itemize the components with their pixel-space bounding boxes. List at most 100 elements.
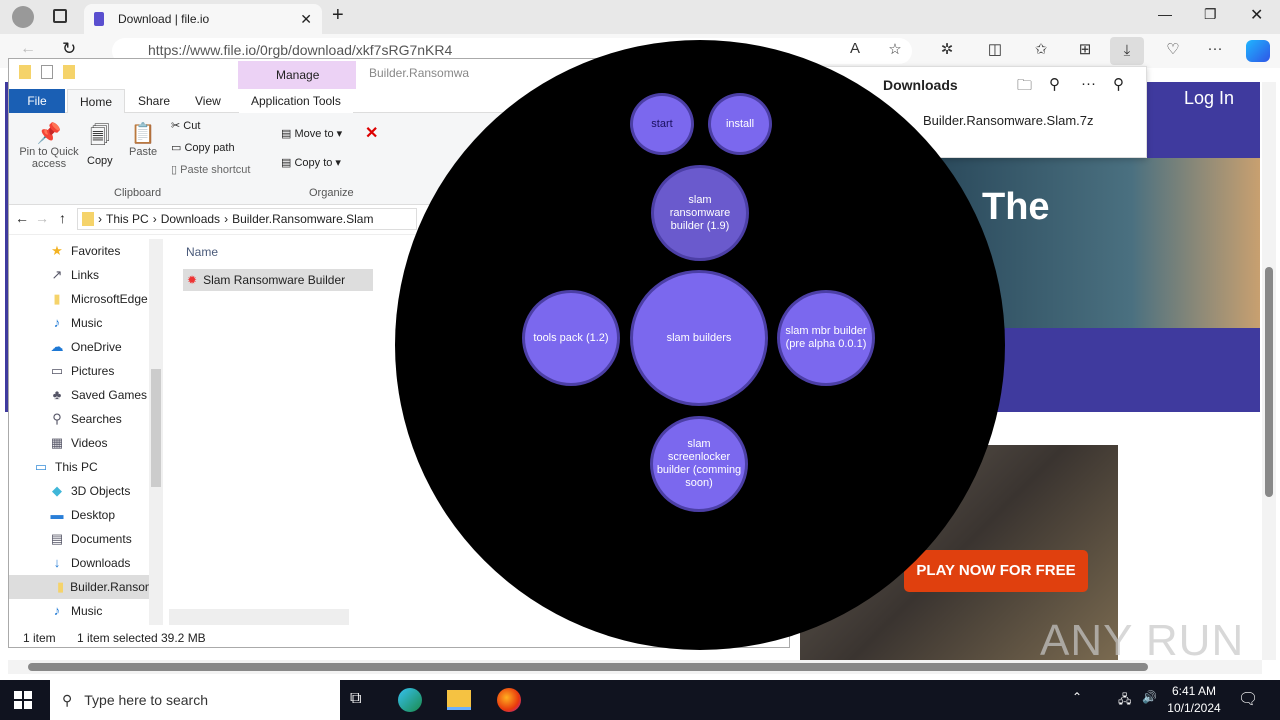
nav-item[interactable]: ♪Music	[49, 311, 103, 335]
nav-item[interactable]: ◆3D Objects	[49, 479, 130, 503]
nav-item[interactable]: ★Favorites	[49, 239, 120, 263]
paste-shortcut-button[interactable]: ▯ Paste shortcut	[171, 164, 251, 176]
open-folder-icon[interactable]: 🗀	[1017, 77, 1033, 94]
nav-item[interactable]: ♪Music	[49, 599, 103, 623]
tab-application-tools[interactable]: Application Tools	[239, 89, 353, 113]
firefox-icon[interactable]	[497, 688, 521, 712]
task-view-icon[interactable]: ⧉	[350, 690, 362, 707]
page-vscrollbar[interactable]	[1262, 82, 1276, 660]
copilot-icon[interactable]	[1246, 40, 1270, 62]
tab-share[interactable]: Share	[138, 94, 171, 108]
nav-item[interactable]: ↗Links	[49, 263, 99, 287]
delete-icon[interactable]: ✕	[365, 125, 379, 142]
folder-icon: ▮	[57, 579, 65, 594]
breadcrumb[interactable]: ›This PC ›Downloads ›Builder.Ransomware.…	[77, 208, 417, 230]
edge-icon[interactable]	[398, 688, 422, 712]
files-hscrollbar[interactable]	[169, 609, 349, 625]
pin-icon[interactable]: ⚲	[1113, 76, 1124, 93]
new-tab-button[interactable]: +	[332, 4, 344, 26]
folder-icon[interactable]	[19, 65, 31, 79]
page-hscrollbar[interactable]	[8, 660, 1262, 674]
tray-chevron-icon[interactable]: ⌃	[1072, 690, 1083, 704]
nav-item[interactable]: ↓Downloads	[49, 551, 131, 575]
search-icon: ⚲	[62, 691, 73, 708]
login-link[interactable]: Log In	[1184, 88, 1235, 108]
search-downloads-icon[interactable]: ⚲	[1049, 76, 1060, 93]
properties-icon[interactable]	[41, 65, 53, 79]
nav-item[interactable]: ▬Desktop	[49, 503, 116, 527]
minimize-button[interactable]: —	[1158, 6, 1172, 22]
nav-item[interactable]: ▦Videos	[49, 431, 108, 455]
nav-item[interactable]: ♣Saved Games	[49, 383, 147, 407]
back-icon[interactable]: ←	[15, 210, 29, 226]
copy-path-button[interactable]: ▭ Copy path	[171, 142, 235, 154]
copy-path-label: Copy path	[184, 142, 235, 154]
favorite-star-icon[interactable]: ☆	[888, 41, 902, 58]
column-name-header[interactable]: Name	[186, 245, 219, 259]
hero-text: The	[982, 186, 1050, 228]
play-now-button[interactable]: PLAY NOW FOR FREE	[904, 550, 1088, 592]
file-explorer-icon[interactable]	[447, 690, 471, 710]
favorites-icon[interactable]: ✩	[1034, 41, 1048, 58]
copy-button[interactable]: 🗐Copy	[87, 121, 113, 167]
taskbar-search[interactable]: ⚲ Type here to search	[50, 680, 340, 720]
browser-essentials-icon[interactable]: ♡	[1166, 41, 1180, 58]
nav-item-label: OneDrive	[71, 340, 122, 354]
breadcrumb-downloads[interactable]: Downloads	[160, 212, 221, 226]
copy-to-button[interactable]: ▤ Copy to ▾	[281, 157, 341, 169]
nav-item[interactable]: ☁OneDrive	[49, 335, 122, 359]
breadcrumb-builder[interactable]: Builder.Ransomware.Slam	[232, 212, 374, 226]
nav-item[interactable]: ▮MicrosoftEdge	[49, 287, 147, 311]
tools-pack-button[interactable]: tools pack (1.2)	[522, 290, 620, 386]
read-aloud-icon[interactable]: A	[849, 40, 860, 57]
nav-item[interactable]: ▭Pictures	[49, 359, 115, 383]
downloads-icon[interactable]: ⤓	[1110, 37, 1144, 65]
start-button[interactable]: start	[630, 93, 694, 155]
nav-item[interactable]: ⚲Searches	[49, 407, 121, 431]
screenlocker-builder-button[interactable]: slam screenlocker builder (comming soon)	[650, 416, 748, 512]
tab-download-fileio[interactable]: Download | file.io ✕	[84, 4, 322, 34]
file-row[interactable]: ✹ Slam Ransomware Builder	[183, 269, 373, 291]
nav-item[interactable]: ▭This PC	[33, 455, 98, 479]
pin-quick-access-button[interactable]: 📌Pin to Quick access	[13, 121, 85, 170]
collections-icon[interactable]: ⊞	[1078, 41, 1092, 58]
nav-item[interactable]: ▮Builder.Ransomware.Slam	[9, 575, 149, 599]
nav-scrollbar[interactable]	[149, 239, 163, 625]
back-icon[interactable]: ←	[20, 40, 36, 57]
restore-button[interactable]: ❐	[1204, 6, 1217, 22]
more-menu-icon[interactable]: ···	[1207, 40, 1223, 57]
volume-icon[interactable]: 🔊	[1142, 690, 1157, 704]
sep: ›	[98, 212, 102, 226]
cut-button[interactable]: ✂ Cut	[171, 120, 201, 132]
breadcrumb-this-pc[interactable]: This PC	[106, 212, 149, 226]
tab-view[interactable]: View	[195, 94, 221, 108]
move-to-button[interactable]: ▤ Move to ▾	[281, 128, 343, 140]
notifications-icon[interactable]: 🗨	[1238, 691, 1259, 708]
close-window-button[interactable]: ✕	[1250, 7, 1264, 24]
ransomware-builder-button[interactable]: slam ransomware builder (1.9)	[651, 165, 749, 261]
profile-icon[interactable]	[12, 6, 34, 28]
refresh-icon[interactable]: ↻	[62, 39, 77, 58]
start-menu-icon[interactable]	[14, 691, 32, 709]
downloads-more-icon[interactable]: ···	[1081, 75, 1096, 92]
up-icon[interactable]: ↑	[59, 210, 66, 226]
file-name: Slam Ransomware Builder	[203, 273, 346, 287]
new-folder-icon[interactable]	[63, 65, 75, 79]
forward-icon[interactable]: →	[35, 210, 49, 226]
paste-button[interactable]: 📋Paste	[129, 121, 157, 158]
nav-item[interactable]: ▤Documents	[49, 527, 132, 551]
network-icon[interactable]: 🖧	[1118, 692, 1132, 706]
downloads-title: Downloads	[883, 77, 958, 93]
tab-actions-icon[interactable]	[53, 9, 67, 23]
slam-builders-hub[interactable]: slam builders	[630, 270, 768, 406]
tab-home[interactable]: Home	[67, 89, 126, 113]
extensions-icon[interactable]: ✲	[940, 41, 954, 58]
split-screen-icon[interactable]: ◫	[987, 41, 1003, 58]
cube-icon: ◆	[52, 483, 62, 498]
tab-file[interactable]: File	[9, 89, 65, 113]
mbr-builder-button[interactable]: slam mbr builder (pre alpha 0.0.1)	[777, 290, 875, 386]
close-tab-icon[interactable]: ✕	[300, 10, 312, 27]
download-item[interactable]: Builder.Ransomware.Slam.7z	[923, 113, 1094, 128]
install-button[interactable]: install	[708, 93, 772, 155]
